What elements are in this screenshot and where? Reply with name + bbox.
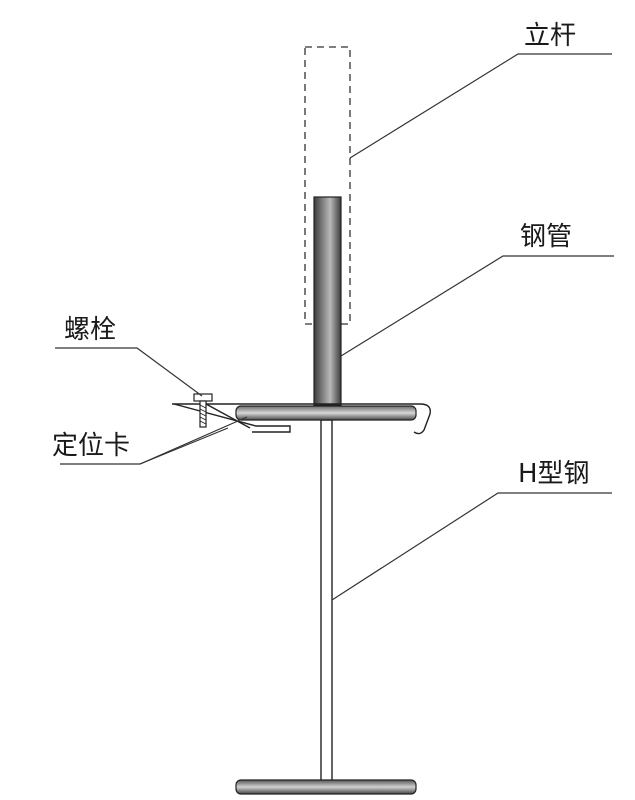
leader-bolt [55,347,203,397]
steel-pipe [313,196,342,406]
label-h-beam: H型钢 [518,459,590,489]
upright-pole [304,46,351,325]
leader-upright [349,53,612,159]
bolt [193,393,213,428]
leader-locating-clip-2 [139,427,229,465]
leader-steel-pipe [340,255,614,357]
locating-clip [172,403,431,435]
label-locating-clip: 定位卡 [52,431,130,461]
label-upright: 立杆 [524,21,576,51]
h-beam-web [320,419,333,783]
h-beam-bottom-flange [235,779,417,795]
h-beam-top-flange [235,405,417,421]
label-steel-pipe: 钢管 [520,222,572,252]
label-bolt: 螺栓 [64,315,116,345]
leader-h-beam [331,492,612,601]
